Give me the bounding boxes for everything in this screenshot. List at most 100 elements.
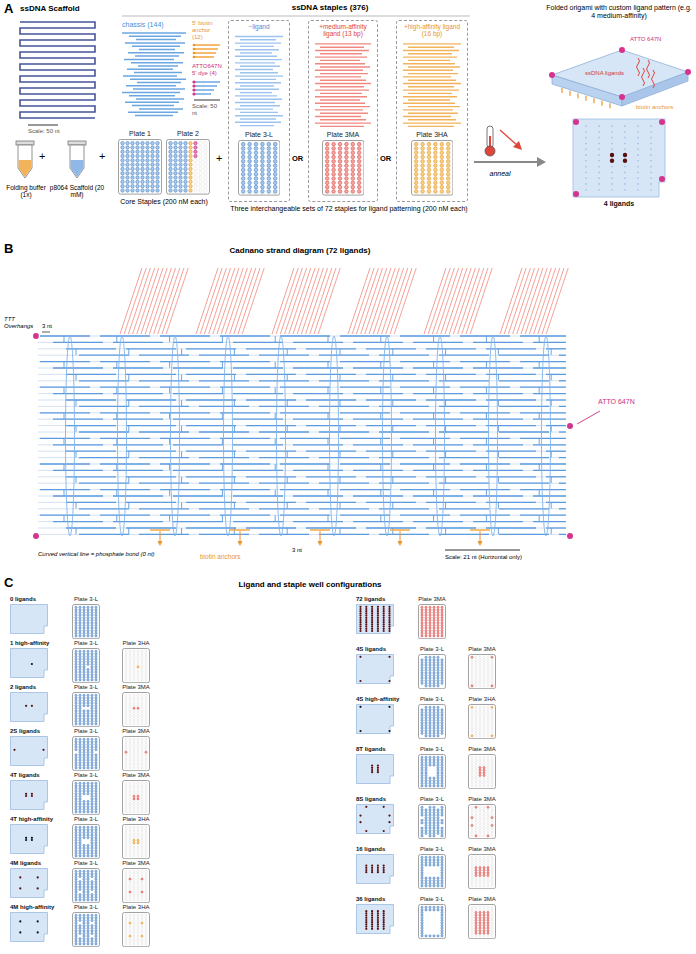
ligand-strand <box>437 268 459 334</box>
well <box>79 653 81 655</box>
well <box>136 185 139 188</box>
well <box>325 186 329 190</box>
biotin-staple <box>194 48 218 50</box>
well <box>267 147 271 151</box>
well <box>83 671 85 673</box>
well <box>441 635 443 637</box>
ligand-strand <box>306 268 328 334</box>
staple-strand <box>320 99 360 100</box>
well <box>126 142 129 145</box>
crossover <box>76 374 77 380</box>
dye-dot <box>659 176 665 182</box>
staple-helix <box>160 335 210 336</box>
well <box>189 185 192 188</box>
well-plate <box>166 139 210 195</box>
ligand-dot <box>377 612 379 614</box>
well <box>136 181 139 184</box>
crossover <box>498 451 499 457</box>
ligand-strand <box>424 268 446 334</box>
well <box>425 619 427 621</box>
ligand-dot <box>383 619 385 621</box>
well <box>433 147 437 151</box>
well <box>344 151 348 155</box>
staple-helix <box>400 335 450 336</box>
site-dot <box>624 125 626 127</box>
site-dot <box>598 137 600 139</box>
plate-label: Plate 3-L <box>417 646 447 653</box>
well <box>194 159 197 162</box>
plate-label: Plate 3MA <box>417 596 447 603</box>
plate-outline <box>123 649 150 683</box>
well <box>491 685 493 687</box>
ligand-dot <box>388 706 390 708</box>
staple-helix <box>366 348 416 349</box>
staple-helix <box>366 502 416 503</box>
scaffold-helix <box>38 476 566 477</box>
staple-helix <box>439 431 489 432</box>
well <box>267 143 271 147</box>
crossover <box>169 438 170 444</box>
site-dot <box>585 143 587 145</box>
well <box>145 671 147 673</box>
well <box>131 181 134 184</box>
ligand-dot <box>371 628 373 630</box>
well <box>357 190 361 194</box>
well <box>91 622 93 624</box>
well <box>351 147 355 151</box>
label-text: 5' biotin anchor (12) <box>192 20 222 41</box>
ligand-dot <box>359 680 361 682</box>
label-text: Cadnano strand diagram (72 ligands) <box>190 246 410 255</box>
staple-helix <box>293 495 343 496</box>
well <box>75 669 77 671</box>
staple-strand <box>315 56 367 57</box>
well <box>151 142 154 145</box>
well <box>87 676 89 678</box>
well <box>483 680 485 682</box>
well <box>95 650 97 652</box>
well <box>433 667 435 669</box>
well <box>141 676 143 678</box>
ligand-dot <box>365 617 367 619</box>
staple-helix <box>460 387 510 388</box>
well <box>95 627 97 629</box>
well <box>357 169 361 173</box>
site-dot <box>624 131 626 133</box>
crossover <box>340 477 341 483</box>
well <box>179 150 182 153</box>
crossover <box>340 502 341 508</box>
well <box>433 190 437 194</box>
chassis-staple <box>131 62 183 64</box>
well <box>136 150 139 153</box>
well <box>332 160 336 164</box>
site-dot <box>598 166 600 168</box>
crossover <box>380 515 381 521</box>
ligand-count: 4S ligands <box>356 646 394 653</box>
ligand-strand <box>534 268 556 334</box>
well <box>421 675 423 677</box>
well <box>433 672 435 674</box>
well <box>131 176 134 179</box>
biotin-anchor <box>561 88 562 93</box>
crossover <box>275 413 276 419</box>
well <box>344 169 348 173</box>
crossover <box>287 426 288 432</box>
staple-helix <box>473 393 523 394</box>
well <box>184 172 187 175</box>
staple-helix <box>319 380 369 381</box>
staple-helix <box>126 348 176 349</box>
site-dot <box>637 131 639 133</box>
well <box>75 720 77 722</box>
well <box>83 715 85 717</box>
staple-helix <box>53 521 103 522</box>
well <box>429 622 431 624</box>
well <box>425 669 427 671</box>
well <box>129 702 131 704</box>
well <box>441 632 443 634</box>
biotin-staple <box>230 529 250 530</box>
well <box>248 164 252 168</box>
ligand-dot <box>359 623 361 625</box>
ligand-dot <box>359 656 361 658</box>
staple-helix <box>559 431 566 432</box>
staple-helix <box>486 348 536 349</box>
well <box>429 627 431 629</box>
